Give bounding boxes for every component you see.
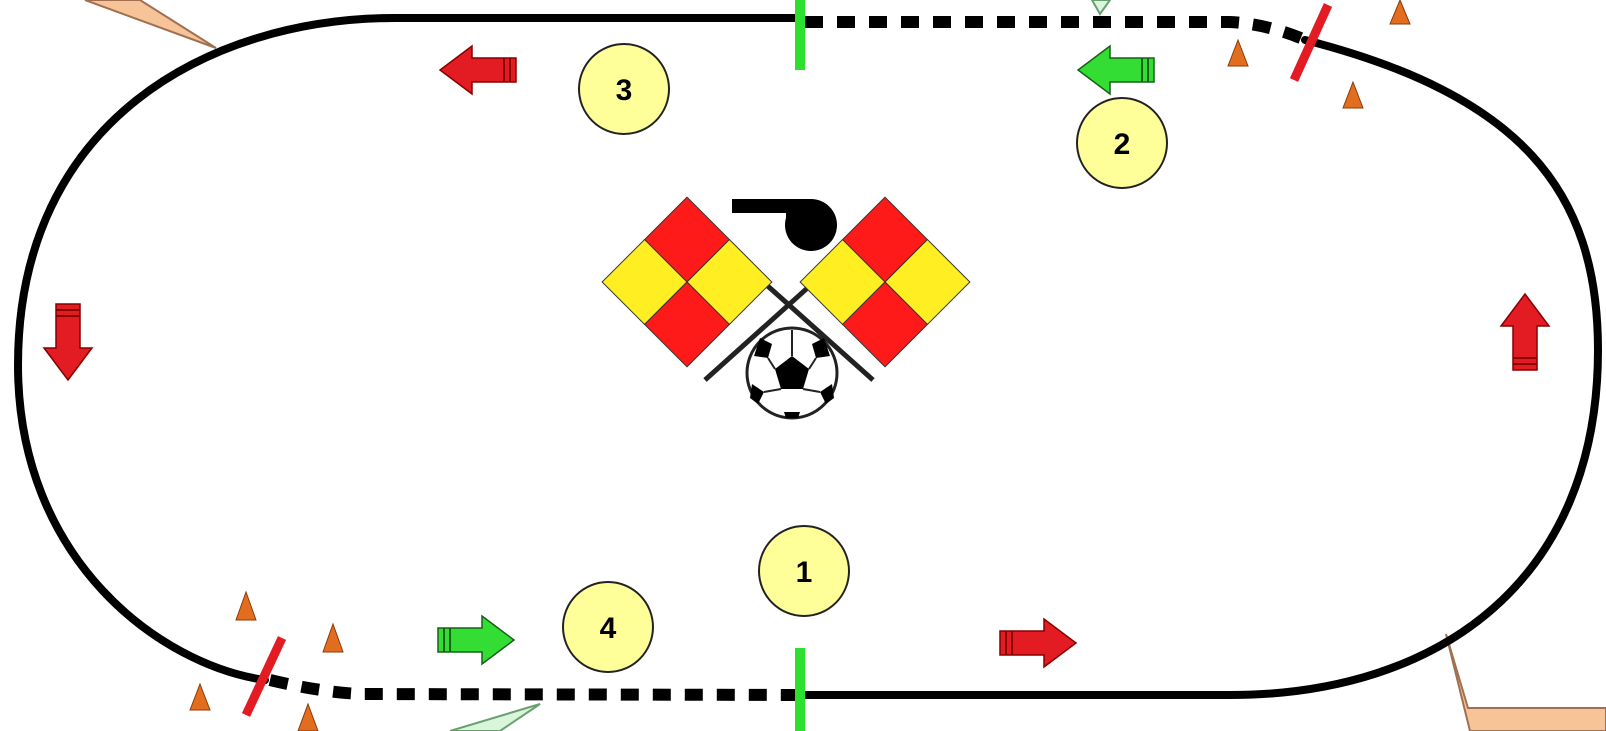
station-4: 4	[563, 582, 653, 672]
cone-icon	[190, 684, 210, 710]
callout-bottom-right	[1446, 634, 1606, 731]
direction-arrow-icon	[440, 46, 516, 94]
cone-icon	[1343, 82, 1363, 108]
cone-icon	[236, 592, 256, 620]
station-label: 3	[616, 74, 633, 107]
cone-icon	[298, 704, 318, 731]
whistle-icon	[732, 199, 837, 251]
callout-top-left	[85, 0, 216, 48]
callout-top-mid	[1092, 0, 1110, 14]
cone-icon	[323, 624, 343, 652]
callout-bottom-mid	[450, 704, 540, 731]
station-label: 1	[796, 556, 813, 589]
direction-arrow-icon	[44, 304, 92, 380]
soccer-ball-icon	[747, 328, 837, 418]
station-1: 1	[759, 526, 849, 616]
station-label: 2	[1114, 128, 1131, 161]
track-dashed-bottom	[270, 680, 800, 695]
direction-arrow-icon	[1501, 294, 1549, 370]
station-3: 3	[579, 44, 669, 134]
direction-arrow-icon	[1078, 46, 1154, 94]
direction-arrow-icon	[1000, 619, 1076, 667]
cone-icon	[1390, 0, 1410, 24]
direction-arrow-icon	[438, 616, 514, 664]
track-solid-lower	[800, 40, 1598, 695]
station-2: 2	[1077, 98, 1167, 188]
cone-icon	[1228, 40, 1248, 66]
track-dashed-top	[805, 22, 1310, 42]
station-label: 4	[600, 612, 617, 645]
